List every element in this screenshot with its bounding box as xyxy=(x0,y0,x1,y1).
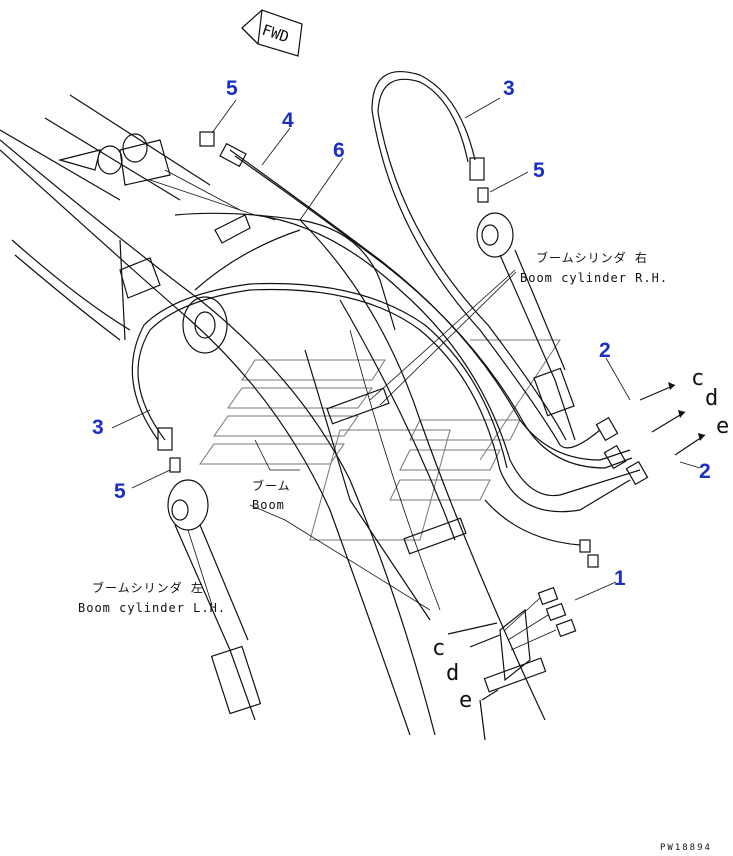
drawing-code: PW18894 xyxy=(660,843,712,853)
label-boom-cylinder-lh-en: Boom cylinder L.H. xyxy=(78,601,226,615)
callout-1: 1 xyxy=(614,567,626,590)
fwd-label: FWD xyxy=(260,21,291,46)
label-boom-en: Boom xyxy=(252,498,285,512)
callout-5-right: 5 xyxy=(533,159,545,182)
connector-d-right: d xyxy=(705,386,718,411)
connector-e-right: e xyxy=(716,414,729,439)
callout-3-left: 3 xyxy=(92,416,104,439)
label-boom-cylinder-lh-jp: ブームシリンダ 左 xyxy=(92,580,204,595)
hose-clamps xyxy=(326,387,547,693)
callout-6: 6 xyxy=(333,139,345,162)
callout-4: 4 xyxy=(282,109,294,132)
boom-structure xyxy=(0,94,546,736)
callout-2-bottom: 2 xyxy=(699,460,711,483)
label-boom-cylinder-rh-jp: ブームシリンダ 右 xyxy=(536,250,648,265)
callout-5-left: 5 xyxy=(114,480,126,503)
watermark-logo xyxy=(199,339,561,541)
connector-c-left: c xyxy=(432,636,445,661)
leader-lines xyxy=(111,97,701,611)
connector-c-right: c xyxy=(691,366,704,391)
connection-arrows xyxy=(447,382,706,741)
callout-3-right: 3 xyxy=(503,77,515,100)
connector-d-left: d xyxy=(446,661,459,686)
connector-block xyxy=(499,586,577,682)
callout-5-top: 5 xyxy=(226,77,238,100)
connector-e-left: e xyxy=(459,688,472,713)
label-boom-cylinder-rh-en: Boom cylinder R.H. xyxy=(520,271,668,285)
boom-cylinders xyxy=(167,212,576,721)
hoses xyxy=(131,71,649,568)
callout-2-top: 2 xyxy=(599,339,611,362)
forward-arrow-icon xyxy=(241,9,303,57)
label-boom-jp: ブーム xyxy=(252,478,291,493)
